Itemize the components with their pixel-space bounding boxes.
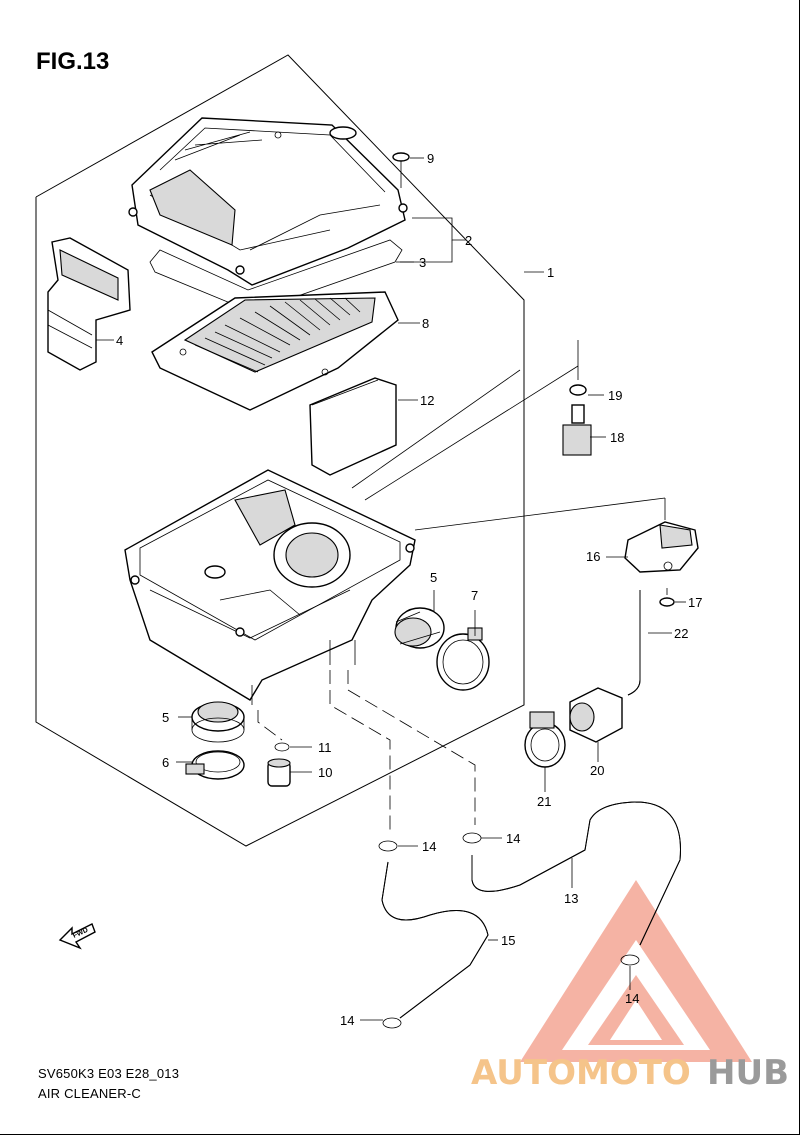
callout-10: 10 bbox=[318, 765, 332, 780]
callout-14a: 14 bbox=[422, 839, 436, 854]
callout-11: 11 bbox=[318, 740, 332, 755]
callout-19: 19 bbox=[608, 388, 622, 403]
callout-4: 4 bbox=[116, 333, 123, 348]
callout-20: 20 bbox=[590, 763, 604, 778]
clamp-21 bbox=[524, 711, 566, 768]
figure-name: AIR CLEANER-C bbox=[38, 1086, 142, 1101]
callout-labels: 1 2 3 4 5 5 6 7 8 9 10 11 12 13 14 14 14… bbox=[116, 151, 702, 1028]
callout-14c: 14 bbox=[625, 991, 639, 1006]
assembly-box-outline bbox=[35, 54, 525, 847]
callout-8: 8 bbox=[422, 316, 429, 331]
figure-code: SV650K3 E03 E28_013 bbox=[38, 1066, 180, 1081]
sensor bbox=[562, 404, 592, 456]
clip-11 bbox=[274, 742, 290, 752]
filter-element bbox=[151, 291, 399, 411]
air-cleaner-cover bbox=[128, 117, 408, 286]
callout-21: 21 bbox=[537, 794, 551, 809]
callout-3: 3 bbox=[419, 255, 426, 270]
callout-14b: 14 bbox=[506, 831, 520, 846]
watermark-logo-icon bbox=[520, 880, 752, 1062]
clamp-right bbox=[436, 627, 490, 691]
callout-16: 16 bbox=[586, 549, 600, 564]
callout-12: 12 bbox=[420, 393, 434, 408]
callout-17: 17 bbox=[688, 595, 702, 610]
joint-sleeve-right bbox=[394, 607, 445, 649]
callout-1: 1 bbox=[547, 265, 554, 280]
joint-sleeve-left bbox=[191, 701, 245, 743]
watermark-word-1: AUTOMOTO bbox=[471, 1053, 691, 1093]
sponge-pad bbox=[309, 377, 397, 476]
leader-lines bbox=[96, 157, 686, 1021]
forward-arrow-icon: FWD bbox=[58, 923, 96, 950]
hose-clip bbox=[462, 832, 482, 844]
figure-title: FIG.13 bbox=[36, 48, 110, 75]
canister bbox=[569, 687, 623, 743]
clamp-left bbox=[185, 750, 245, 780]
callout-5: 5 bbox=[430, 570, 437, 585]
callout-7: 7 bbox=[471, 588, 478, 603]
hose-15 bbox=[381, 861, 489, 1019]
callout-18: 18 bbox=[610, 430, 624, 445]
callout-13: 13 bbox=[564, 891, 578, 906]
callout-5b: 5 bbox=[162, 710, 169, 725]
hose-clip bbox=[620, 954, 640, 966]
washer bbox=[569, 384, 587, 396]
pressure-sensor bbox=[624, 521, 699, 573]
callout-14d: 14 bbox=[340, 1013, 354, 1028]
callout-6: 6 bbox=[162, 755, 169, 770]
callout-2: 2 bbox=[465, 233, 472, 248]
screw bbox=[392, 152, 410, 188]
callout-22: 22 bbox=[674, 626, 688, 641]
center-lines bbox=[257, 340, 666, 832]
callout-15: 15 bbox=[501, 933, 515, 948]
callout-9: 9 bbox=[427, 151, 434, 166]
hose-clip bbox=[378, 840, 398, 852]
watermark-text: AUTOMOTO HUB bbox=[471, 1053, 789, 1093]
bolt-17 bbox=[659, 588, 675, 607]
hose-clip bbox=[382, 1017, 402, 1029]
air-cleaner-case bbox=[124, 469, 416, 705]
drain-cap bbox=[267, 758, 291, 787]
intake-duct bbox=[47, 237, 131, 371]
watermark-word-2: HUB bbox=[707, 1053, 789, 1093]
hose-22 bbox=[627, 590, 641, 696]
seal-ring bbox=[149, 239, 403, 313]
